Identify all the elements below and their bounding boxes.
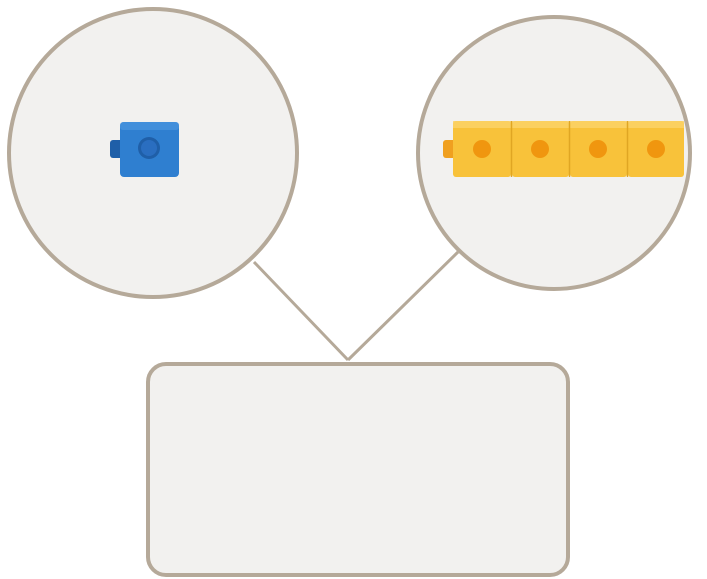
- connector-line-left: [252, 260, 350, 362]
- blue-cube: [110, 122, 179, 177]
- yellow-cube: [453, 121, 511, 177]
- yellow-cube: [570, 121, 627, 177]
- whole-box: [146, 362, 570, 577]
- yellow-cube-train: [443, 121, 684, 177]
- connector-line-right: [346, 250, 460, 362]
- yellow-cube: [628, 121, 684, 177]
- yellow-cube: [512, 121, 569, 177]
